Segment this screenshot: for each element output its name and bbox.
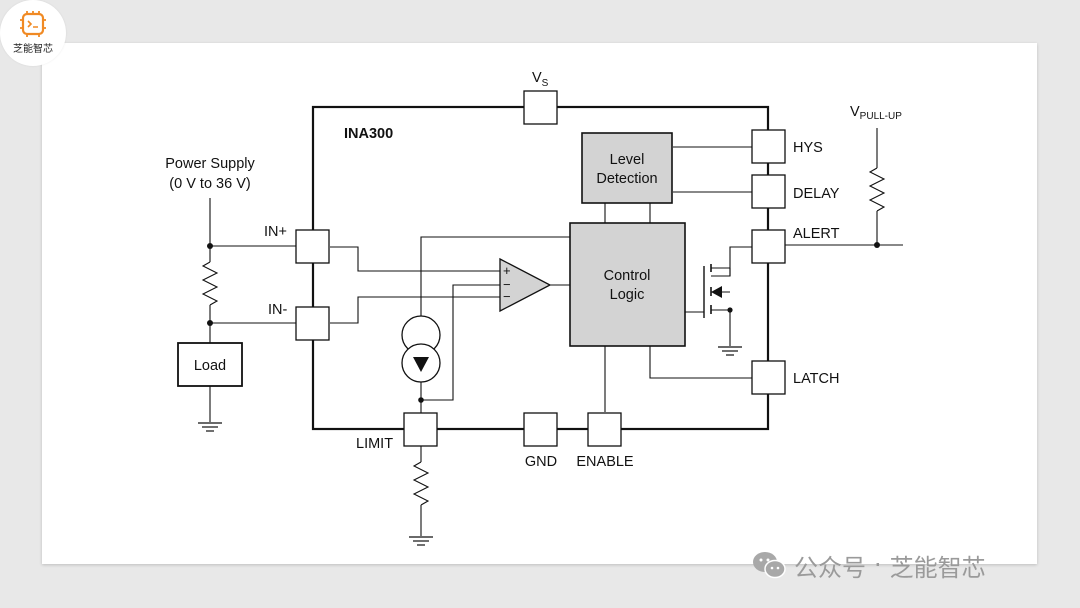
vpullup-label: VPULL-UP	[850, 104, 902, 122]
internal-ground-icon	[718, 346, 742, 356]
pin-in-minus	[295, 306, 330, 341]
pin-enable	[587, 412, 622, 447]
pin-limit	[403, 412, 438, 447]
load-box	[177, 342, 243, 387]
chip-outline	[311, 105, 770, 431]
pin-alert	[751, 229, 786, 264]
watermark: 公众号 · 芝能智芯	[752, 548, 986, 582]
power-supply-label: Power Supply	[165, 156, 255, 172]
pin-in-minus-label: IN-	[268, 302, 288, 318]
control-logic-label-2: Logic	[610, 287, 645, 303]
level-detection-label-1: Level	[610, 152, 645, 168]
mosfet-icon	[703, 264, 733, 318]
pin-hys-label: HYS	[793, 140, 823, 156]
internal-wiring	[330, 146, 752, 413]
pin-in-plus-label: IN+	[264, 224, 287, 240]
slide-background	[42, 43, 1037, 564]
limit-resistor-icon	[409, 446, 433, 546]
pin-gnd-label: GND	[525, 454, 557, 470]
control-logic-block	[569, 222, 686, 347]
pin-vs	[523, 90, 558, 125]
pin-in-plus	[295, 229, 330, 264]
pin-alert-label: ALERT	[793, 226, 840, 242]
comparator-icon: + − −	[499, 257, 552, 313]
load-ground-icon	[198, 422, 222, 432]
pullup-circuit	[785, 128, 903, 248]
watermark-prefix: 公众号	[794, 553, 866, 582]
pin-latch-label: LATCH	[793, 371, 839, 387]
logo-text: 芝能智芯	[13, 44, 53, 55]
power-supply-range: (0 V to 36 V)	[169, 176, 250, 192]
control-logic-label-1: Control	[604, 268, 651, 284]
pin-vs-label: VS	[532, 70, 549, 89]
chip-logo-icon	[20, 11, 46, 37]
watermark-name: 芝能智芯	[889, 553, 986, 582]
level-detection-block	[581, 132, 673, 204]
comparator-minus-1: −	[503, 277, 511, 292]
pin-delay-label: DELAY	[793, 186, 840, 202]
logo-badge: 芝能智芯	[0, 0, 66, 66]
pin-hys	[751, 129, 786, 164]
comparator-minus-2: −	[503, 289, 511, 304]
pin-delay	[751, 174, 786, 209]
watermark-separator: ·	[874, 551, 882, 579]
pin-enable-label: ENABLE	[576, 454, 634, 470]
current-source-icon	[401, 315, 441, 403]
comparator-plus: +	[503, 263, 511, 278]
chip-name: INA300	[344, 126, 393, 142]
load-label: Load	[194, 358, 226, 374]
pin-gnd	[523, 412, 558, 447]
external-input-circuit	[201, 198, 296, 422]
level-detection-label-2: Detection	[596, 171, 657, 187]
pin-limit-label: LIMIT	[356, 436, 393, 452]
pin-latch	[751, 360, 786, 395]
wechat-icon	[753, 552, 786, 579]
